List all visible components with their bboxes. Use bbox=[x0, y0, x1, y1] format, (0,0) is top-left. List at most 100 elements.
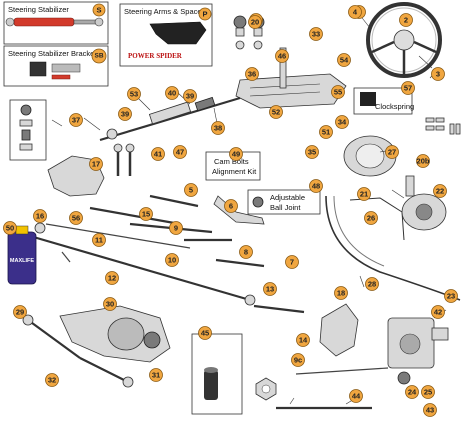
logo-text: POWER SPIDER bbox=[128, 52, 183, 60]
callout-53[interactable]: 53 bbox=[127, 87, 141, 101]
callout-7[interactable]: 7 bbox=[285, 255, 299, 269]
column-hardware bbox=[425, 117, 461, 135]
callout-25[interactable]: 25 bbox=[421, 385, 435, 399]
callout-number: 20 bbox=[251, 18, 259, 27]
callout-number: 49 bbox=[232, 150, 240, 159]
callout-13[interactable]: 13 bbox=[263, 282, 277, 296]
callout-15[interactable]: 15 bbox=[139, 207, 153, 221]
callout-number: 11 bbox=[95, 236, 103, 245]
callout-number: 31 bbox=[152, 371, 160, 380]
ball-joint-box[interactable]: Adjustable Ball Joint bbox=[247, 189, 321, 215]
callout-42[interactable]: 42 bbox=[431, 305, 445, 319]
callout-23[interactable]: 23 bbox=[444, 289, 458, 303]
callout-8[interactable]: 8 bbox=[239, 245, 253, 259]
callout-number: 52 bbox=[272, 108, 280, 117]
fluid-brand: MAXLIFE bbox=[10, 258, 34, 264]
callout-6[interactable]: 6 bbox=[224, 199, 238, 213]
callout-36[interactable]: 36 bbox=[245, 67, 259, 81]
callout-number: 37 bbox=[72, 116, 80, 125]
callout-17[interactable]: 17 bbox=[89, 157, 103, 171]
callout-43[interactable]: 43 bbox=[423, 403, 437, 417]
callout-21[interactable]: 21 bbox=[357, 187, 371, 201]
stabilizer-box[interactable]: Steering Stabilizer S bbox=[3, 1, 109, 45]
callout-2[interactable]: 2 bbox=[399, 13, 413, 27]
callout-32[interactable]: 32 bbox=[45, 373, 59, 387]
callout-10[interactable]: 10 bbox=[165, 253, 179, 267]
callout-24[interactable]: 24 bbox=[405, 385, 419, 399]
callout-number: 35 bbox=[308, 148, 316, 157]
cam-bolts-line1: Cam Bolts bbox=[214, 157, 249, 166]
callout-number: 54 bbox=[340, 56, 349, 65]
callout-number: 8 bbox=[244, 248, 248, 257]
callout-29[interactable]: 29 bbox=[13, 305, 27, 319]
callout-37[interactable]: 37 bbox=[69, 113, 83, 127]
callout-38[interactable]: 38 bbox=[211, 121, 225, 135]
callout-31[interactable]: 31 bbox=[149, 368, 163, 382]
ball-joint-line2: Ball Joint bbox=[270, 203, 301, 212]
callout-number: 56 bbox=[72, 214, 80, 223]
callout-number: 53 bbox=[130, 90, 138, 99]
callout-9c[interactable]: 9c bbox=[291, 353, 305, 367]
callout-35[interactable]: 35 bbox=[305, 145, 319, 159]
callout-number: 45 bbox=[201, 329, 209, 338]
callout-54[interactable]: 54 bbox=[337, 53, 351, 67]
callout-12[interactable]: 12 bbox=[105, 271, 119, 285]
callout-39[interactable]: 39 bbox=[118, 107, 132, 121]
callout-number: 10 bbox=[168, 256, 176, 265]
bolts-43 bbox=[113, 143, 135, 176]
callout-9[interactable]: 9 bbox=[169, 221, 183, 235]
callout-57[interactable]: 57 bbox=[401, 81, 415, 95]
callout-40[interactable]: 40 bbox=[165, 86, 179, 100]
callout-20[interactable]: 20 bbox=[248, 15, 262, 29]
arms-box[interactable]: Steering Arms & Spacers POWER SPIDER P bbox=[119, 3, 213, 67]
callout-48[interactable]: 48 bbox=[309, 179, 323, 193]
power-steering-fluid: MAXLIFE bbox=[7, 225, 37, 285]
callout-41[interactable]: 41 bbox=[151, 147, 165, 161]
callout-33[interactable]: 33 bbox=[309, 27, 323, 41]
ball-joint-line1: Adjustable bbox=[270, 193, 305, 202]
callout-number: 43 bbox=[426, 406, 434, 415]
steering-column bbox=[99, 47, 347, 142]
callout-51[interactable]: 51 bbox=[319, 125, 333, 139]
callout-3[interactable]: 3 bbox=[431, 67, 445, 81]
callout-4[interactable]: 4 bbox=[348, 5, 362, 19]
callout-S[interactable]: S bbox=[92, 3, 106, 17]
callout-SB[interactable]: SB bbox=[91, 48, 107, 64]
callout-14[interactable]: 14 bbox=[296, 333, 310, 347]
callout-18[interactable]: 18 bbox=[334, 286, 348, 300]
callout-5[interactable]: 5 bbox=[184, 183, 198, 197]
callout-28[interactable]: 28 bbox=[365, 277, 379, 291]
callout-11[interactable]: 11 bbox=[92, 233, 106, 247]
callout-50[interactable]: 50 bbox=[3, 221, 17, 235]
callout-number: 38 bbox=[214, 124, 222, 133]
callout-number: 15 bbox=[142, 210, 150, 219]
bushing-box[interactable] bbox=[191, 333, 243, 415]
callout-number: 44 bbox=[352, 392, 361, 401]
callout-34[interactable]: 34 bbox=[335, 115, 349, 129]
callout-P[interactable]: P bbox=[198, 7, 212, 21]
callout-30[interactable]: 30 bbox=[103, 297, 117, 311]
callout-number: 39 bbox=[121, 110, 129, 119]
callout-45[interactable]: 45 bbox=[198, 326, 212, 340]
brackets-box[interactable]: Steering Stabilizer Brackets SB bbox=[3, 45, 109, 87]
callout-39[interactable]: 39 bbox=[183, 89, 197, 103]
callout-number: 7 bbox=[290, 258, 294, 267]
callout-55[interactable]: 55 bbox=[331, 85, 345, 99]
svg-text:SB: SB bbox=[94, 53, 103, 60]
callout-44[interactable]: 44 bbox=[349, 389, 363, 403]
callout-47[interactable]: 47 bbox=[173, 145, 187, 159]
callout-52[interactable]: 52 bbox=[269, 105, 283, 119]
callout-16[interactable]: 16 bbox=[33, 209, 47, 223]
callout-number: 21 bbox=[360, 190, 368, 199]
arms-label: Steering Arms & Spacers bbox=[124, 7, 208, 16]
callout-22[interactable]: 22 bbox=[433, 184, 447, 198]
callout-number: 50 bbox=[6, 224, 14, 233]
steering-arm-part bbox=[149, 21, 207, 45]
callout-20b[interactable]: 20b bbox=[416, 154, 430, 168]
clockspring-box[interactable]: Clockspring bbox=[353, 87, 414, 115]
callout-56[interactable]: 56 bbox=[69, 211, 83, 225]
callout-49[interactable]: 49 bbox=[229, 147, 243, 161]
callout-46[interactable]: 46 bbox=[275, 49, 289, 63]
callout-27[interactable]: 27 bbox=[385, 145, 399, 159]
callout-26[interactable]: 26 bbox=[364, 211, 378, 225]
